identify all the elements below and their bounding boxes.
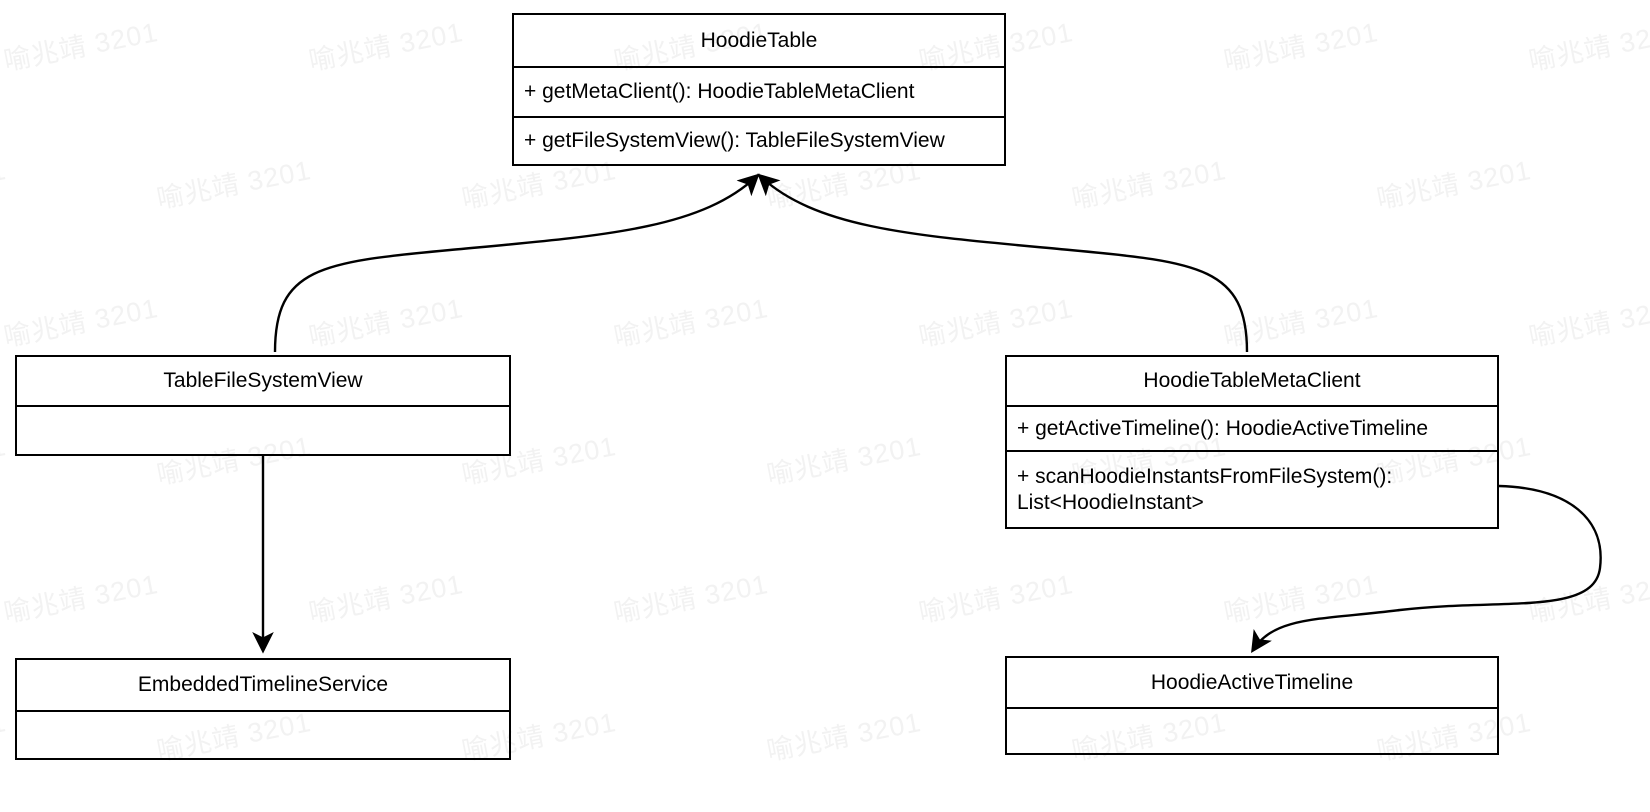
class-name-text: HoodieTableMetaClient <box>1143 369 1361 392</box>
watermark-text: 喻兆靖 3201 <box>1221 568 1381 629</box>
watermark-text: 喻兆靖 3201 <box>154 154 314 215</box>
class-box-hoodie-active-timeline[interactable]: HoodieActiveTimeline <box>1005 656 1499 755</box>
class-member-row: + getActiveTimeline(): HoodieActiveTimel… <box>1007 407 1497 452</box>
class-name-text: EmbeddedTimelineService <box>137 673 389 696</box>
class-name-text: TableFileSystemView <box>163 369 363 392</box>
watermark-text: 喻兆靖 3201 <box>611 568 771 629</box>
class-box-table-file-system-view[interactable]: TableFileSystemView <box>15 355 511 456</box>
class-member-row: + scanHoodieInstantsFromFileSystem(): Li… <box>1007 452 1497 527</box>
class-title-hoodie-active-timeline: HoodieActiveTimeline <box>1007 658 1497 709</box>
watermark-text: 喻兆靖 3201 <box>1221 292 1381 353</box>
watermark-text: 喻兆靖 3201 <box>0 154 9 214</box>
class-member-text: + getActiveTimeline(): HoodieActiveTimel… <box>1017 416 1429 440</box>
watermark-text: 喻兆靖 3201 <box>1 568 161 629</box>
watermark-text: 喻兆靖 3201 <box>1374 154 1534 215</box>
watermark-text: 喻兆靖 3201 <box>1526 16 1650 77</box>
edge-tfsv-to-hoodietable <box>273 173 760 353</box>
watermark-text: 喻兆靖 3201 <box>0 430 9 490</box>
watermark-text: 喻兆靖 3201 <box>1 292 161 353</box>
watermark-text: 喻兆靖 3201 <box>916 568 1076 629</box>
class-box-hoodie-table[interactable]: HoodieTable + getMetaClient(): HoodieTab… <box>512 13 1006 166</box>
class-member-row-empty <box>1007 709 1497 753</box>
watermark-text: 喻兆靖 3201 <box>1221 16 1381 77</box>
watermark-text: 喻兆靖 3201 <box>306 16 466 77</box>
watermark-text: 喻兆靖 3201 <box>1526 292 1650 353</box>
watermark-text: 喻兆靖 3201 <box>1069 154 1229 215</box>
class-member-row-empty <box>17 712 509 758</box>
watermark-text: 喻兆靖 3201 <box>1526 568 1650 629</box>
class-box-embedded-timeline-service[interactable]: EmbeddedTimelineService <box>15 658 511 760</box>
watermark-text: 喻兆靖 3201 <box>0 706 9 766</box>
watermark-text: 喻兆靖 3201 <box>306 568 466 629</box>
edge-metaclient-to-hoodietable <box>757 173 1249 353</box>
class-title-embedded-timeline-service: EmbeddedTimelineService <box>17 660 509 712</box>
watermark-text: 喻兆靖 3201 <box>611 292 771 353</box>
class-title-hoodie-table: HoodieTable <box>514 15 1004 68</box>
watermark-text: 喻兆靖 3201 <box>916 292 1076 353</box>
class-title-hoodie-table-meta-client: HoodieTableMetaClient <box>1007 357 1497 407</box>
class-title-table-file-system-view: TableFileSystemView <box>17 357 509 407</box>
watermark-text: 喻兆靖 3201 <box>764 706 924 767</box>
class-member-row: + getMetaClient(): HoodieTableMetaClient <box>514 68 1004 118</box>
class-box-hoodie-table-meta-client[interactable]: HoodieTableMetaClient + getActiveTimelin… <box>1005 355 1499 529</box>
class-member-text: + getMetaClient(): HoodieTableMetaClient <box>524 80 915 104</box>
class-name-text: HoodieActiveTimeline <box>1150 670 1354 694</box>
class-member-text: + getFileSystemView(): TableFileSystemVi… <box>524 129 945 153</box>
watermark-text: 喻兆靖 3201 <box>306 292 466 353</box>
class-member-row-empty <box>17 407 509 454</box>
class-name-text: HoodieTable <box>700 28 818 52</box>
class-member-text: + scanHoodieInstantsFromFileSystem(): Li… <box>1017 464 1393 514</box>
class-member-row: + getFileSystemView(): TableFileSystemVi… <box>514 118 1004 164</box>
watermark-text: 喻兆靖 3201 <box>1 16 161 77</box>
watermark-text: 喻兆靖 3201 <box>764 430 924 491</box>
